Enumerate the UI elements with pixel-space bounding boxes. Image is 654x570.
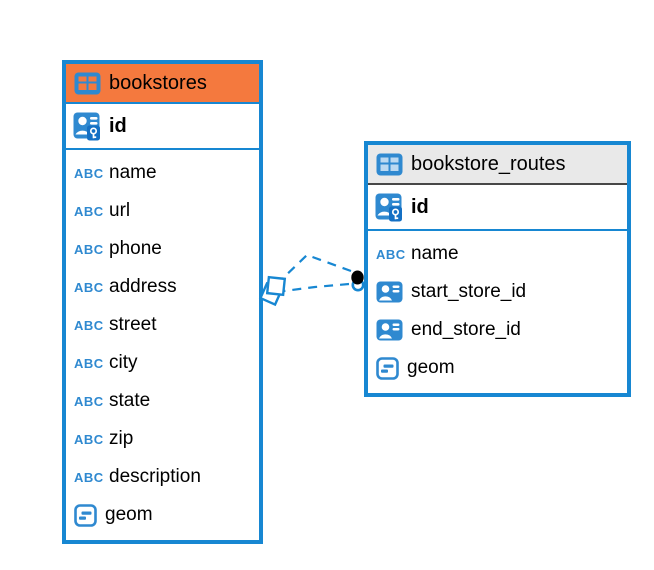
column-name: name	[411, 243, 459, 264]
relationship-line-upper	[280, 253, 352, 281]
geometry-type-icon	[74, 503, 97, 527]
relationship-edges[interactable]	[280, 253, 352, 293]
text-type-icon: ABC	[74, 241, 104, 257]
relationship-endpoint-dots	[351, 270, 365, 292]
column-name: end_store_id	[411, 319, 521, 340]
column-row-geom[interactable]: geom	[368, 349, 627, 387]
column-row-id[interactable]: id	[368, 185, 627, 231]
primary-key-icon	[375, 193, 404, 222]
column-row-id[interactable]: id	[66, 104, 259, 150]
foreign-key-icon	[376, 319, 403, 341]
relationship-line-lower	[283, 282, 350, 293]
text-type-icon: ABC	[74, 355, 104, 371]
column-name: id	[109, 114, 127, 137]
text-type-icon: ABC	[74, 393, 104, 409]
primary-key-icon	[73, 112, 102, 141]
column-list: ABC name start_store_id end_store_id geom	[368, 231, 627, 393]
column-name: phone	[109, 238, 162, 259]
column-row-address[interactable]: ABC address	[66, 268, 259, 306]
column-name: name	[109, 162, 157, 183]
column-row-geom[interactable]: geom	[66, 496, 259, 534]
column-name: state	[109, 390, 151, 411]
table-title: bookstores	[109, 71, 207, 94]
column-name: url	[109, 200, 131, 221]
column-row-name[interactable]: ABC name	[66, 154, 259, 192]
column-row-start_store_id[interactable]: start_store_id	[368, 273, 627, 311]
table-icon	[74, 72, 101, 95]
table-icon	[376, 153, 403, 176]
column-name: street	[109, 314, 157, 335]
column-row-phone[interactable]: ABC phone	[66, 230, 259, 268]
table-bookstore-routes[interactable]: bookstore_routes id ABC name	[364, 141, 631, 397]
text-type-icon: ABC	[74, 431, 104, 447]
column-name: id	[411, 195, 429, 218]
column-name: zip	[109, 428, 134, 449]
column-row-city[interactable]: ABC city	[66, 344, 259, 382]
column-row-description[interactable]: ABC description	[66, 458, 259, 496]
column-row-end_store_id[interactable]: end_store_id	[368, 311, 627, 349]
column-name: city	[109, 352, 138, 373]
column-name: address	[109, 276, 177, 297]
column-name: start_store_id	[411, 281, 527, 302]
geometry-type-icon	[376, 356, 399, 380]
relationship-endpoint-squares	[258, 275, 287, 307]
text-type-icon: ABC	[74, 469, 104, 485]
column-row-zip[interactable]: ABC zip	[66, 420, 259, 458]
table-title: bookstore_routes	[411, 152, 566, 175]
table-bookstores-header[interactable]: bookstores	[66, 64, 259, 104]
text-type-icon: ABC	[376, 246, 406, 262]
column-row-street[interactable]: ABC street	[66, 306, 259, 344]
column-row-name[interactable]: ABC name	[368, 235, 627, 273]
column-row-state[interactable]: ABC state	[66, 382, 259, 420]
column-row-url[interactable]: ABC url	[66, 192, 259, 230]
text-type-icon: ABC	[74, 317, 104, 333]
column-name: geom	[407, 357, 455, 378]
column-name: geom	[105, 504, 153, 525]
table-bookstore-routes-header[interactable]: bookstore_routes	[368, 145, 627, 185]
text-type-icon: ABC	[74, 279, 104, 295]
text-type-icon: ABC	[74, 165, 104, 181]
text-type-icon: ABC	[74, 203, 104, 219]
foreign-key-icon	[376, 281, 403, 303]
column-name: description	[109, 466, 201, 487]
